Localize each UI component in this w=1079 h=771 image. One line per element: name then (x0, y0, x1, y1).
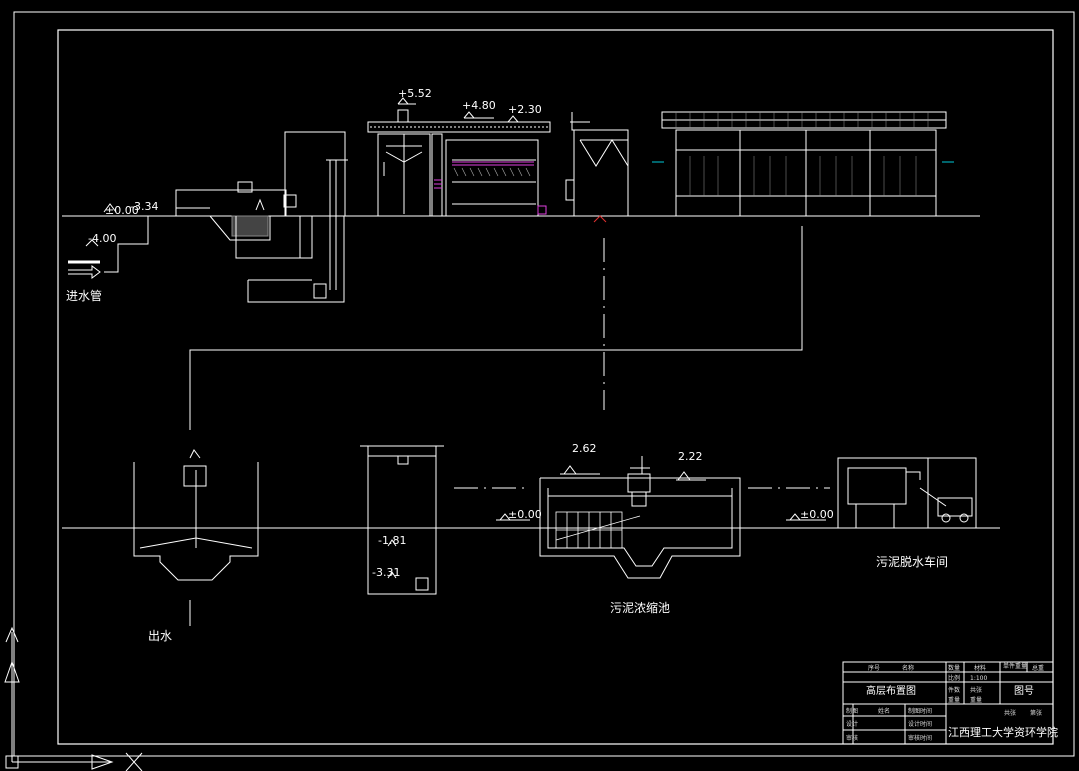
tb-weight-value: 重量 (970, 696, 982, 704)
lower-ground-markers (496, 513, 826, 521)
elev-grit: -3.34 (130, 200, 158, 213)
elev-thickener-222: 2.22 (678, 450, 703, 463)
tb-col-unit-weight: 单件重量 (1003, 662, 1027, 670)
tb-col-total-weight: 总重 (1032, 664, 1044, 672)
screen-grit-chamber (175, 181, 301, 259)
inlet-pipe-text: 进水管 (66, 288, 102, 303)
thickener-label: 污泥浓缩池 (610, 600, 670, 615)
tb-row-draw-date: 制图时间 (908, 707, 932, 715)
thickener-elev-markers (560, 465, 706, 481)
inlet-pipe-label: 进水管 (66, 288, 102, 303)
tb-drawing-no-label: 图号 (1014, 685, 1034, 697)
elev-lower-a: ±0.00 (508, 508, 542, 521)
tb-sheets-total: 共张 (1004, 709, 1016, 717)
tb-col-count: 数量 (948, 664, 960, 672)
tb-sheet-no: 第张 (1030, 709, 1042, 717)
tb-row-draw: 制图 (846, 707, 858, 715)
tb-sheet-label: 件数 (948, 686, 960, 694)
elev-lower-b: ±0.00 (800, 508, 834, 521)
title-block (842, 661, 1054, 745)
outlet-label: 出水 (148, 629, 172, 643)
tank-1-hatch (453, 167, 531, 177)
tb-weight-label: 重量 (948, 696, 960, 704)
aeration-tank-1 (367, 109, 551, 217)
ucs-axis-icon (4, 626, 143, 771)
title-block-text: 序号 名称 数量 材料 单件重量 总重 比例 1:100 件数 共张 重量 重量… (846, 662, 1058, 742)
elev-480: +4.80 (462, 99, 496, 112)
tb-row-review-date: 审核时间 (908, 734, 932, 742)
dewatering-label: 污泥脱水车间 (876, 554, 948, 569)
thickener-grid (555, 511, 641, 549)
pump-well (360, 445, 444, 595)
elev-inlet: -4.00 (88, 232, 116, 245)
tb-sheet-value: 共张 (970, 686, 982, 694)
inlet-structure (68, 203, 149, 279)
tank-1-magenta (434, 161, 547, 215)
tb-name-draw: 姓名 (878, 707, 890, 715)
elev-ground: ±0.00 (105, 204, 139, 217)
reactor-grid (675, 112, 929, 196)
elev-thickener-262: 2.62 (572, 442, 597, 455)
elev-markers-top (397, 97, 540, 123)
elev-230: +2.30 (508, 103, 542, 116)
elev-pump-181: -1.81 (378, 534, 406, 547)
tb-row-review: 审核 (846, 734, 858, 742)
dewatering-building (837, 457, 977, 529)
tb-drawing-title: 高层布置图 (866, 684, 916, 697)
connection-lines (189, 226, 830, 489)
elev-pump-331: -3.31 (372, 566, 400, 579)
tb-scale-label: 比例 (948, 674, 960, 682)
tb-row-design-date: 设计时间 (908, 720, 932, 728)
lift-pump-house (247, 131, 348, 303)
tb-scale-value: 1:100 (970, 675, 987, 682)
tb-school: 江西理工大学资环学院 (948, 725, 1058, 739)
elev-552: +5.52 (398, 87, 432, 100)
outlet-clarifier (133, 449, 259, 626)
tb-col-material: 材料 (974, 664, 986, 672)
drawing-border (13, 11, 1075, 757)
tb-row-design: 设计 (846, 720, 858, 728)
tb-col-seq: 序号 (868, 664, 880, 672)
secondary-clarifier (565, 112, 629, 223)
biological-reactor (661, 111, 947, 217)
tb-col-name: 名称 (902, 664, 914, 672)
